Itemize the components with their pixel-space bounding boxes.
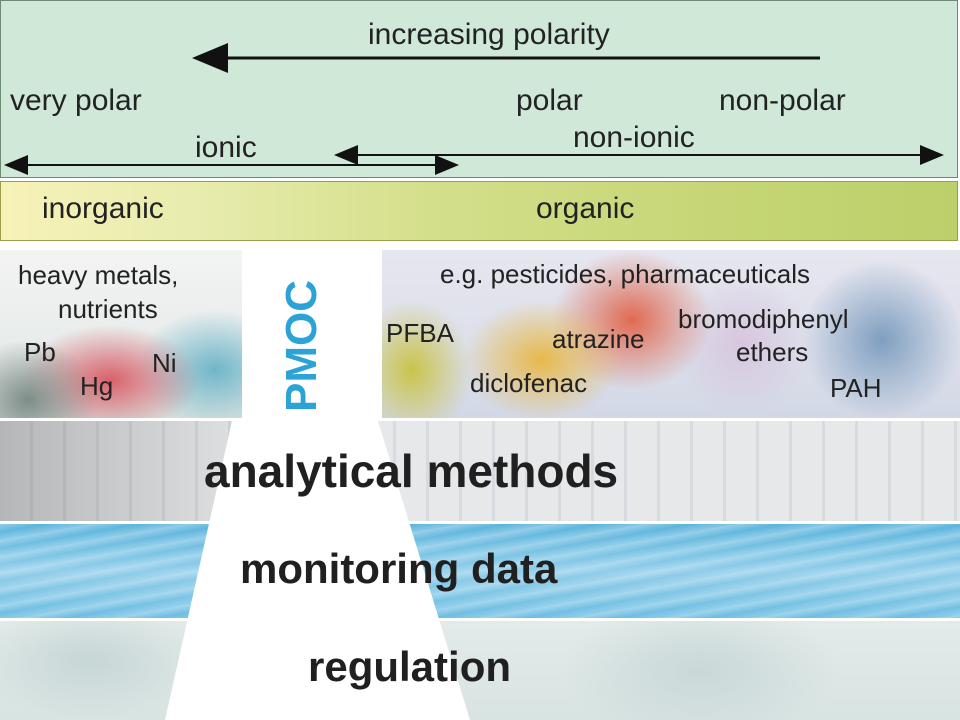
compound-bromodiphenyl: bromodiphenyl [678,304,849,334]
inorganic-heading-line1: heavy metals, [18,260,179,290]
element-ni: Ni [152,348,177,378]
analytical-methods-band [0,421,960,521]
monitoring-data-label: monitoring data [240,545,558,592]
monitoring-data-band [0,524,960,618]
inorganic-heading-line2: nutrients [58,294,158,324]
regulation-label: regulation [308,643,512,690]
very-polar-label: very polar [10,84,142,117]
element-pb: Pb [24,337,56,367]
compound-atrazine: atrazine [552,324,645,354]
polarity-arrows [4,43,944,175]
compound-class-band [0,181,958,241]
inorganic-label: inorganic [42,192,164,225]
non-polar-label: non-polar [719,84,846,117]
polar-label: polar [516,84,583,117]
increasing-polarity-label: increasing polarity [368,18,610,51]
compound-ethers: ethers [736,337,809,367]
organic-sample-panel [382,250,960,418]
compound-pfba: PFBA [386,318,454,348]
element-hg: Hg [80,371,114,401]
organic-heading: e.g. pesticides, pharmaceuticals [440,259,810,289]
compound-pah: PAH [830,373,882,403]
pmoc-label: PMOC [277,280,326,412]
compound-diclofenac: diclofenac [470,368,588,398]
analytical-methods-label: analytical methods [204,445,619,497]
organic-label: organic [536,192,635,225]
regulation-band [0,621,960,720]
